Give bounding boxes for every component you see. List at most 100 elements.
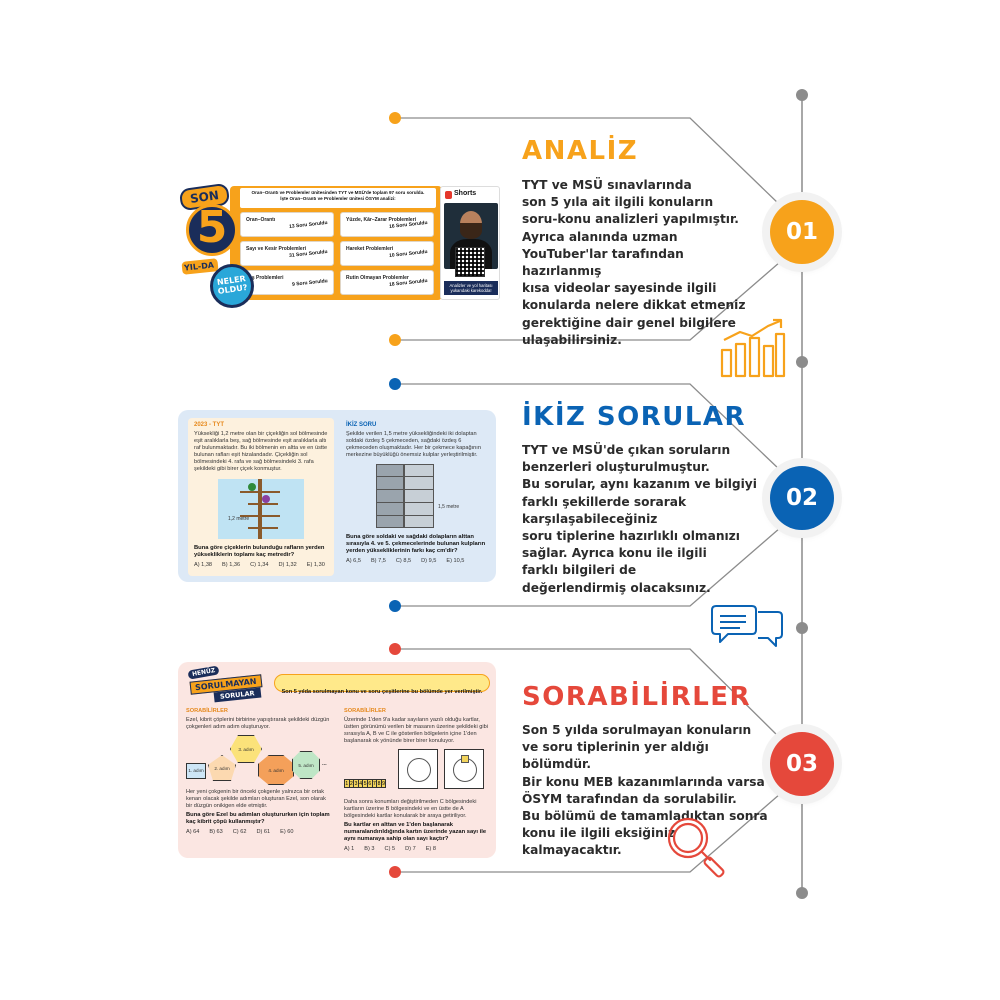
option-c: C) 5 (384, 846, 396, 852)
section3-end-dot (389, 866, 401, 878)
spine-top-dot (796, 89, 808, 101)
option-e: E) 60 (280, 829, 294, 835)
shelf-figure (218, 479, 304, 539)
speech-bubbles-icon (711, 605, 783, 647)
qr-caption: Analizler ve yol haritası yukarıdaki kar… (444, 281, 498, 296)
may-be-asked-card: HENÜZ SORULMAYAN SORULAR Son 5 yılda sor… (178, 662, 496, 858)
connector-line (395, 117, 781, 206)
analysis-header-box: Oran–Orantı ve Problemler ünitesinden TY… (240, 188, 436, 208)
original-question-year: 2023 - TYT (194, 422, 225, 428)
connector-line (395, 648, 781, 739)
polygon-steps-figure: 1. adım 2. adım 3. adım 4. adım 5. adım … (186, 735, 332, 785)
option-a: A) 6,5 (346, 558, 361, 564)
son5-logo: SON 5 YIL-DA NELER OLDU? (178, 180, 258, 308)
ikiz-sorular-heading: İKİZ SORULAR (522, 402, 747, 432)
shelf-height-label: 1,2 metre (228, 516, 250, 522)
topic-cell: Oran–Orantı 13 Soru Soruldu (240, 212, 334, 237)
option-d: D) 7 (405, 846, 416, 852)
topic-question-count: 9 Soru Soruldu (291, 278, 329, 288)
analiz-heading: ANALİZ (522, 136, 639, 166)
topic-name: Yüzde, Kâr–Zarar Problemleri (346, 217, 417, 223)
option-d: D) 9,5 (421, 558, 437, 564)
table-a-figure (398, 749, 438, 789)
option-a: A) 1 (344, 846, 355, 852)
connector-line (395, 527, 781, 607)
topic-name: Yaş Problemleri (246, 275, 284, 281)
option-c: C) 62 (232, 829, 247, 835)
option-c: C) 1,34 (250, 562, 269, 568)
analysis-preview-card: Oran–Orantı ve Problemler ünitesinden TY… (178, 180, 500, 308)
not-yet-asked-badge: HENÜZ SORULMAYAN SORULAR (184, 665, 270, 704)
connector-line (395, 793, 781, 873)
section1-start-dot (389, 112, 401, 124)
section2-start-dot (389, 378, 401, 390)
section-number-badge-03: 03 (770, 732, 834, 796)
section2-end-dot (389, 600, 401, 612)
cards-question-title: SORABİLİRLER (344, 708, 386, 714)
sorabilirler-description: Son 5 yılda sorulmayan konuların ve soru… (522, 723, 768, 858)
cards-question: SORABİLİRLER Üzerinde 1'den 9'a kadar sa… (342, 706, 492, 854)
steps-continuation: ... (322, 761, 327, 767)
connector-line (395, 383, 781, 471)
section-number-badge-01: 01 (770, 200, 834, 264)
topic-question-count: 13 Soru Soruldu (289, 219, 329, 231)
option-a: A) 1,38 (194, 562, 213, 568)
spine-dot (796, 622, 808, 634)
original-question-prompt: Buna göre çiçeklerin bulunduğu rafların … (194, 545, 325, 558)
twin-question-text: Şekilde verilen 1,5 metre yüksekliğindek… (346, 431, 481, 458)
step-4-label: 4. adım (258, 755, 294, 785)
logo-neler-oldu-circle (210, 264, 254, 308)
cards-question-text: Üzerinde 1'den 9'a kadar sayıların yazıl… (344, 717, 488, 744)
step-3-label: 3. adım (230, 735, 262, 763)
option-b: B) 63 (209, 829, 223, 835)
cabinet-figure (376, 464, 436, 528)
original-question-options: A) 1,38 B) 1,36 C) 1,34 D) 1,32 E) 1,30 (194, 562, 328, 568)
shorts-panel: Shorts Analizler ve yol haritası yukarıd… (440, 186, 500, 300)
option-e: E) 10,5 (446, 558, 465, 564)
section-banner-text: Son 5 yılda sorulmayan konu ve soru çeşi… (281, 689, 483, 695)
logo-yilda-label: YIL-DA (181, 258, 219, 275)
cards-question-options: A) 1 B) 3 C) 5 D) 7 E) 8 (344, 846, 490, 852)
section1-end-dot (389, 334, 401, 346)
option-b: B) 1,36 (222, 562, 241, 568)
cards-question-text2: Daha sonra konumları değiştirilmeden C b… (344, 799, 477, 819)
spine-dot (796, 356, 808, 368)
option-d: D) 1,32 (278, 562, 297, 568)
option-e: E) 1,30 (306, 562, 325, 568)
topic-name: Oran–Orantı (246, 217, 276, 223)
spine-bottom-dot (796, 887, 808, 899)
shorts-label: Shorts (454, 190, 477, 197)
topic-cell: Yaş Problemleri 9 Soru Soruldu (240, 270, 334, 295)
ikiz-sorular-description: TYT ve MSÜ'de çıkan soruların benzerleri… (522, 443, 757, 595)
polygon-question-title: SORABİLİRLER (186, 708, 228, 714)
logo-five-circle (186, 204, 238, 256)
connector-line (395, 261, 781, 341)
section-number-badge-02: 02 (770, 466, 834, 530)
cards-question-prompt: Bu kartlar en alttan ve 1'den başlanarak… (344, 822, 487, 842)
polygon-question-prompt: Buna göre Ezel bu adımları oluştururken … (186, 812, 330, 825)
twin-question-prompt: Buna göre soldaki ve sağdaki dolapların … (346, 534, 486, 554)
option-b: B) 7,5 (370, 558, 386, 564)
number-card: 9 (380, 779, 387, 788)
option-c: C) 8,5 (395, 558, 412, 564)
option-a: A) 64 (186, 829, 200, 835)
topic-name: Sayı ve Kesir Problemleri (246, 246, 307, 252)
qr-code (455, 247, 485, 277)
polygon-question-text: Ezel, kibrit çöplerini birbirine yapıştı… (186, 717, 330, 730)
magnifier-icon (667, 817, 725, 878)
analysis-header-line2: İşte Oran–Orantı ve Problemler ünitesi Ö… (280, 196, 396, 201)
polygon-question-text2: Her yeni çokgenin bir önceki çokgenle ya… (186, 789, 326, 809)
youtube-shorts-icon (445, 191, 452, 199)
option-b: B) 3 (364, 846, 375, 852)
twin-questions-card: 2023 - TYT Yüksekliği 1,2 metre olan bir… (178, 410, 496, 582)
growth-chart-icon (720, 318, 786, 378)
topic-name: Hareket Problemleri (346, 246, 394, 252)
step-2-label: 2. adım (208, 755, 236, 781)
